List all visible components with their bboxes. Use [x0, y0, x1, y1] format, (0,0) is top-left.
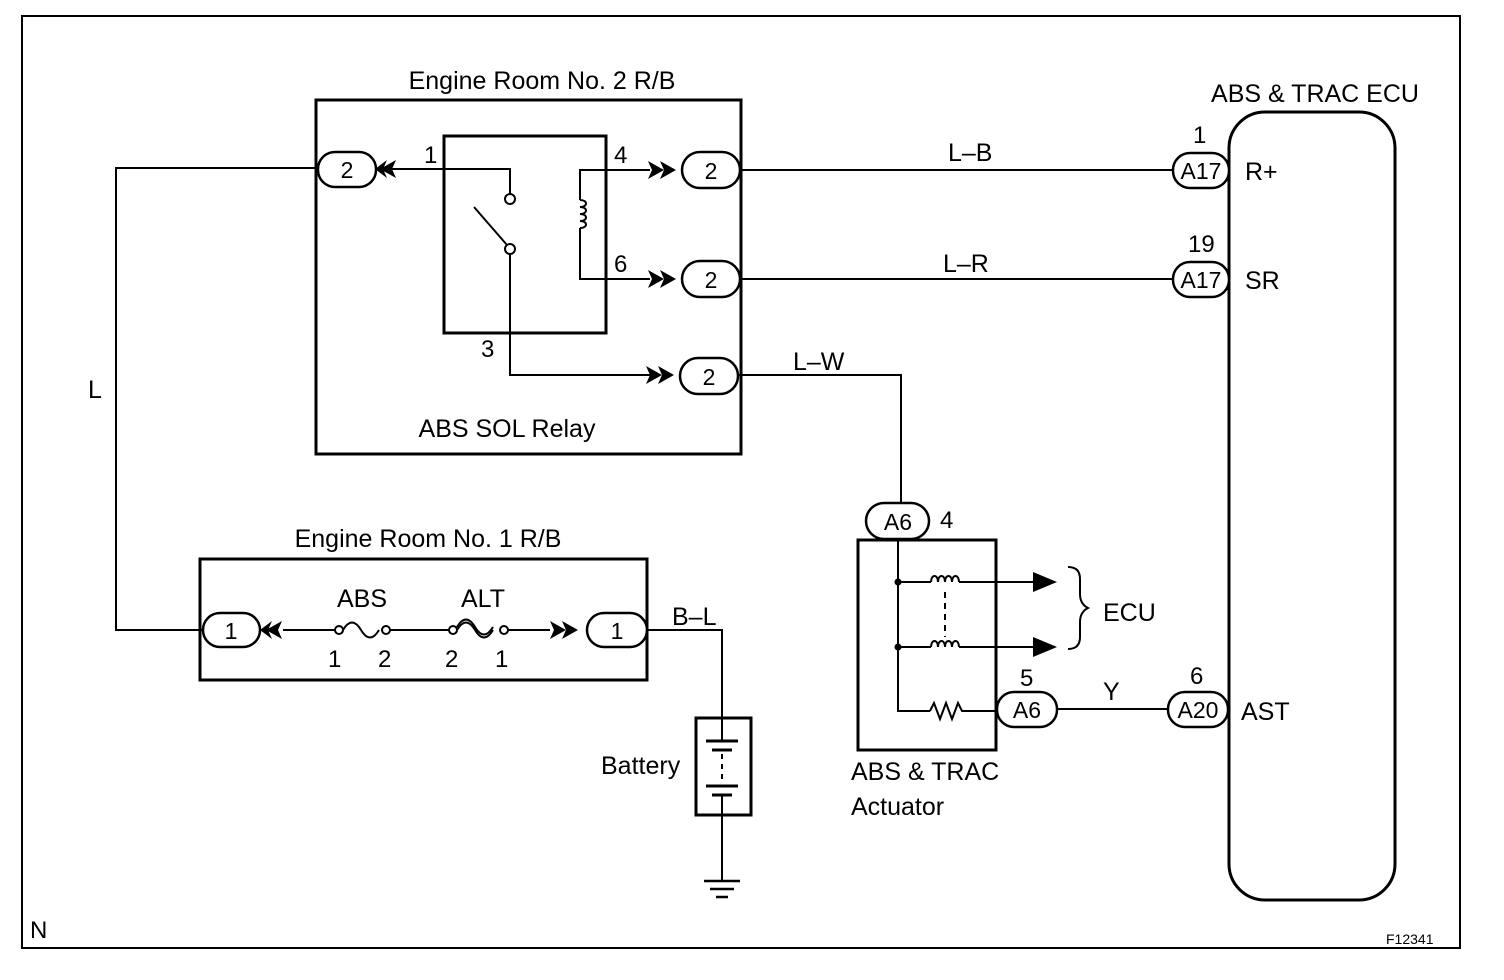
relay-contact-fixed — [504, 193, 516, 205]
chevron-left-icon — [260, 621, 282, 639]
relay-pin1-wire — [376, 168, 511, 194]
battery: Battery — [601, 716, 753, 899]
connector-2-left-label: 2 — [341, 157, 354, 183]
ecu-terminal-sr: 19 A17 SR — [1171, 231, 1280, 299]
fuse-abs-label: ABS — [337, 585, 387, 613]
actuator-outline — [856, 538, 998, 752]
actuator-pin-right: 5 — [1020, 665, 1033, 692]
fuse-alt-icon-double — [456, 618, 494, 636]
chevron-right-icon — [648, 270, 676, 288]
relay-contact-common — [504, 243, 516, 255]
connector-a6-top-label: A6 — [884, 509, 912, 535]
relay-box-1-outline — [198, 557, 649, 682]
connector-a17-label: A17 — [1181, 158, 1222, 184]
ecu-pin: 1 — [1193, 122, 1206, 149]
relay-pin-4: 4 — [614, 142, 627, 169]
relay-box-2-title: Engine Room No. 2 R/B — [409, 67, 676, 95]
resistor-icon — [929, 700, 998, 722]
relay-pin-6: 6 — [614, 251, 627, 278]
fuse-abs-pin-right: 2 — [378, 646, 391, 673]
ecu-terminal-name: SR — [1245, 267, 1280, 295]
connector-2-right-b-label: 2 — [705, 267, 718, 293]
wire-bl-label: B–L — [672, 603, 717, 631]
connector-a6-right-label: A6 — [1013, 697, 1041, 723]
connector-a17 — [1171, 151, 1231, 190]
actuator-title-1: ABS & TRAC — [851, 758, 999, 786]
wire-l — [115, 167, 318, 631]
connector-a20 — [1166, 690, 1230, 729]
ecu-outline — [1227, 110, 1397, 902]
relay-switch-blade — [473, 206, 508, 246]
connector-a17-label: A17 — [1181, 267, 1222, 293]
connector-2-pin4: 2 — [648, 150, 742, 190]
battery-outline — [694, 716, 753, 817]
actuator-title-2: Actuator — [851, 793, 944, 821]
relay-pin6-wire — [579, 228, 650, 280]
relay-coil-icon — [579, 199, 587, 229]
ecu-terminal-name: AST — [1241, 698, 1290, 726]
fuse-alt-terminal-2 — [448, 625, 458, 635]
ground-icon — [704, 879, 740, 899]
brace-icon — [1067, 566, 1091, 650]
relay-pin-1: 1 — [424, 142, 437, 169]
fuse-alt-icon — [456, 621, 494, 639]
connector-a20-label: A20 — [1178, 697, 1219, 723]
relay-box-1: Engine Room No. 1 R/B 1 ABS 1 2 ALT 2 1 … — [198, 525, 649, 682]
relay-pin-3: 3 — [481, 336, 494, 363]
battery-label: Battery — [601, 752, 681, 780]
fuse-alt-terminal-1 — [499, 625, 509, 635]
wire-y-label: Y — [1103, 678, 1120, 706]
diagram-frame — [21, 15, 1461, 949]
connector-2-right-c-label: 2 — [703, 364, 716, 390]
connector-a17 — [1171, 260, 1231, 299]
fuse-abs-terminal-1 — [334, 625, 344, 635]
relay-name: ABS SOL Relay — [419, 415, 596, 443]
fuse-abs-icon — [342, 621, 380, 639]
wire-lw — [738, 374, 902, 503]
connector-1-left-label: 1 — [225, 618, 238, 644]
fuse-abs-pin-left: 1 — [328, 646, 341, 673]
connector-1-right-label: 1 — [611, 618, 624, 644]
relay-box-1-title: Engine Room No. 1 R/B — [295, 525, 562, 553]
chevron-right-icon — [646, 366, 674, 384]
fuse-alt-pin-left: 2 — [445, 646, 458, 673]
connector-2-pin3: 2 — [646, 356, 740, 396]
chevron-right-icon — [550, 621, 578, 639]
wire-bl — [647, 629, 723, 718]
connector-a6-right — [995, 690, 1059, 729]
solenoid-1-icon — [930, 575, 960, 583]
actuator-ecu-label: ECU — [1103, 599, 1156, 627]
wire-lr-label: L–R — [943, 250, 989, 278]
relay-pin4-wire — [579, 169, 650, 200]
ecu-terminal-ast: 6 A20 AST — [1166, 663, 1290, 729]
ecu: ABS & TRAC ECU 1 A17 R+ 19 A17 SR 6 A20 … — [1166, 80, 1419, 902]
ecu-pin: 6 — [1190, 663, 1203, 690]
relay-box-2: Engine Room No. 2 R/B ABS SOL Relay 1 4 … — [314, 67, 743, 456]
chevron-right-icon — [648, 161, 676, 179]
relay-pin3-wire — [509, 254, 650, 376]
corner-label: N — [30, 917, 47, 944]
fuse-alt-pin-right: 1 — [495, 646, 508, 673]
actuator: A6 4 A6 5 ECU ABS & TRAC Actuator — [851, 501, 1156, 821]
figure-code: F12341 — [1386, 931, 1434, 947]
actuator-bus — [897, 539, 930, 712]
actuator-pin-top: 4 — [940, 507, 953, 534]
wire-lb-label: L–B — [948, 139, 992, 167]
fuse-alt-label: ALT — [461, 585, 505, 613]
connector-2-right-a-label: 2 — [705, 158, 718, 184]
abs-sol-relay-outline — [442, 134, 608, 335]
fuse-abs-terminal-2 — [381, 625, 391, 635]
ecu-title: ABS & TRAC ECU — [1211, 80, 1419, 108]
connector-2-pin6: 2 — [648, 259, 742, 299]
chevron-left-icon — [375, 160, 396, 178]
connector-1-right — [585, 611, 649, 649]
solenoid-2-icon — [930, 640, 960, 648]
ecu-terminal-name: R+ — [1245, 158, 1278, 186]
ecu-terminal-r-plus: 1 A17 R+ — [1171, 122, 1278, 190]
wire-l-label: L — [88, 376, 102, 404]
relay-box-2-outline — [314, 98, 743, 456]
wire-lw-label: L–W — [793, 348, 845, 376]
ecu-pin: 19 — [1188, 231, 1215, 258]
